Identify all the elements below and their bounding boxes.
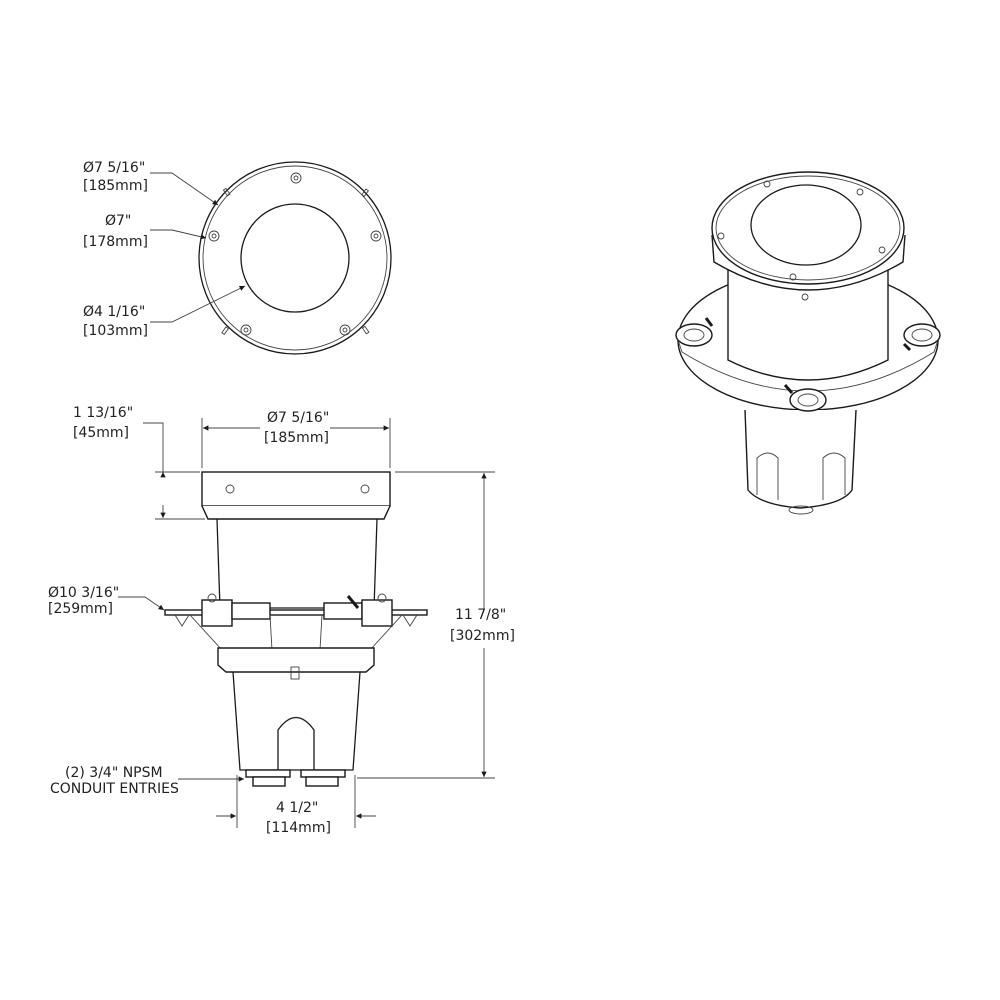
base-width-imperial: 4 1/2" <box>276 800 318 816</box>
outer-diameter-metric: [185mm] <box>83 178 148 194</box>
cap-height-metric: [45mm] <box>73 425 129 441</box>
conduit-note-line1: (2) 3/4" NPSM <box>65 765 163 781</box>
outer-diameter-imperial: Ø7 5/16" <box>83 160 145 176</box>
cap-height-imperial: 1 13/16" <box>73 405 133 421</box>
flange-diameter-metric: [259mm] <box>48 601 113 617</box>
iso-bolt-icons <box>717 180 886 301</box>
overall-height-metric: [302mm] <box>450 628 515 644</box>
isometric-view <box>675 171 941 515</box>
base-width-metric: [114mm] <box>266 820 331 836</box>
side-view: 1 13/16" [45mm] Ø7 5/16" [185mm] Ø10 3/1… <box>48 405 515 836</box>
bolt-circle-metric: [178mm] <box>83 234 148 250</box>
cap-diameter-imperial: Ø7 5/16" <box>267 410 329 426</box>
overall-height-imperial: 11 7/8" <box>455 607 506 623</box>
flange-diameter-imperial: Ø10 3/16" <box>48 585 119 601</box>
top-view: Ø7 5/16" [185mm] Ø7" [178mm] Ø4 1/16" [1… <box>83 160 392 355</box>
lens-diameter-metric: [103mm] <box>83 323 148 339</box>
top-bolt-icons <box>208 172 382 336</box>
cap-diameter-metric: [185mm] <box>264 430 329 446</box>
conduit-note-line2: CONDUIT ENTRIES <box>50 781 179 797</box>
bolt-circle-imperial: Ø7" <box>105 213 131 229</box>
lens-diameter-imperial: Ø4 1/16" <box>83 304 145 320</box>
